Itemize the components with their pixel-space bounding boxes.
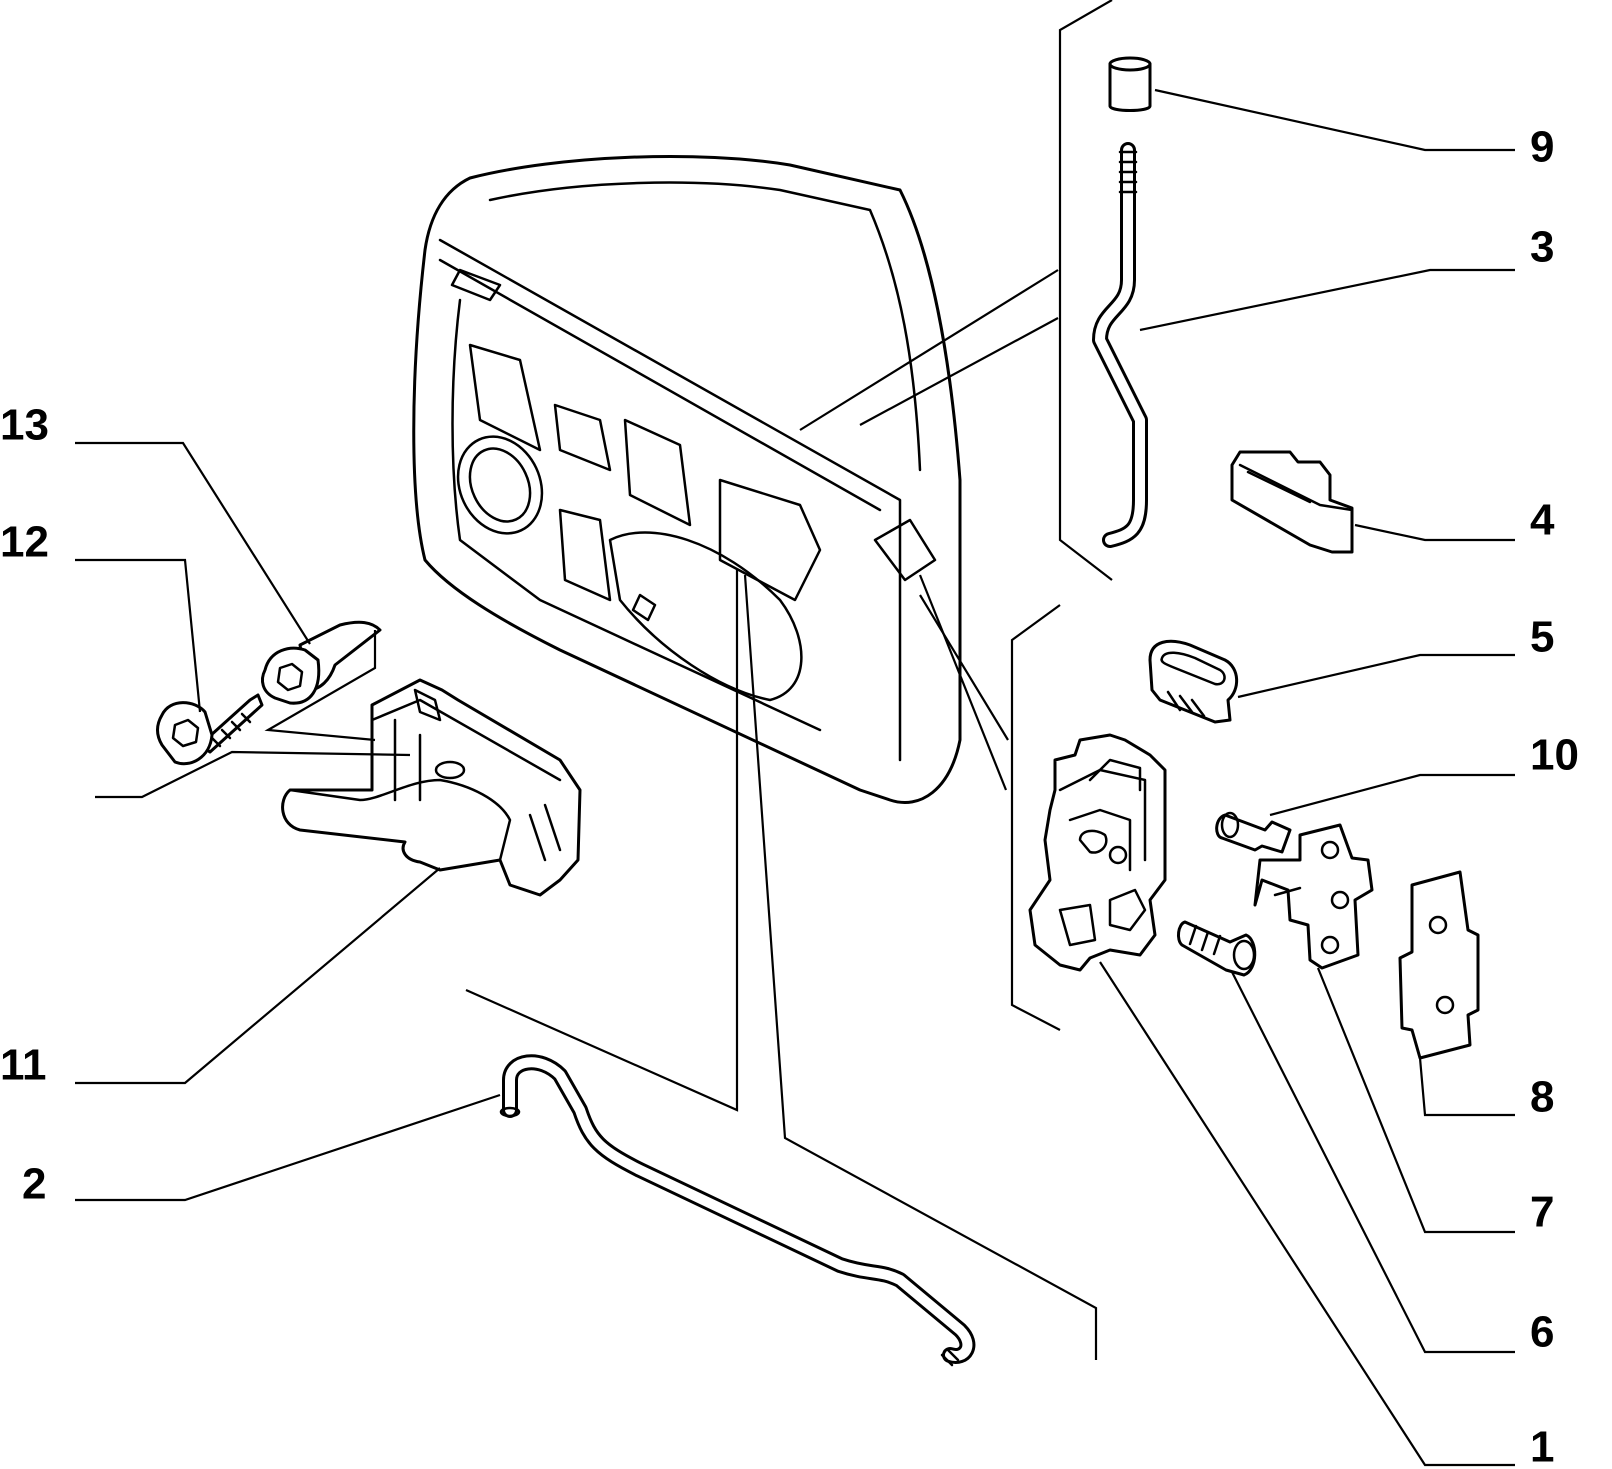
callout-3: 3 xyxy=(1530,223,1554,272)
callout-6: 6 xyxy=(1530,1308,1554,1357)
callout-11: 11 xyxy=(0,1041,47,1090)
callout-1: 1 xyxy=(1530,1423,1554,1469)
part-8-shim-plate xyxy=(1398,870,1480,1060)
door-inner-panel xyxy=(412,154,962,804)
part-12-screw xyxy=(156,693,264,766)
callout-5: 5 xyxy=(1530,613,1554,662)
part-7-striker-plate xyxy=(1253,823,1374,970)
part-3-rod xyxy=(1092,142,1148,548)
leader-lines xyxy=(75,0,1515,1467)
callout-2: 2 xyxy=(22,1160,46,1209)
callout-12: 12 xyxy=(0,518,49,567)
callout-8: 8 xyxy=(1530,1073,1554,1122)
callout-4: 4 xyxy=(1530,496,1555,545)
part-2-rod xyxy=(499,1054,976,1367)
part-9-cap xyxy=(1108,56,1152,112)
callout-13: 13 xyxy=(0,401,49,450)
part-10-bolt xyxy=(1215,811,1292,854)
callout-7: 7 xyxy=(1530,1188,1554,1237)
part-6-bolt xyxy=(1176,920,1257,977)
callout-9: 9 xyxy=(1530,123,1554,172)
part-5-grommet xyxy=(1148,639,1239,724)
part-1-latch xyxy=(1028,733,1167,972)
callout-labels: 9 3 4 5 10 8 7 6 1 13 12 11 2 xyxy=(0,123,1579,1469)
part-11-handle xyxy=(281,678,582,897)
part-4-bushing xyxy=(1230,450,1354,554)
callout-10: 10 xyxy=(1530,731,1579,780)
part-13-push-clip xyxy=(261,620,382,705)
